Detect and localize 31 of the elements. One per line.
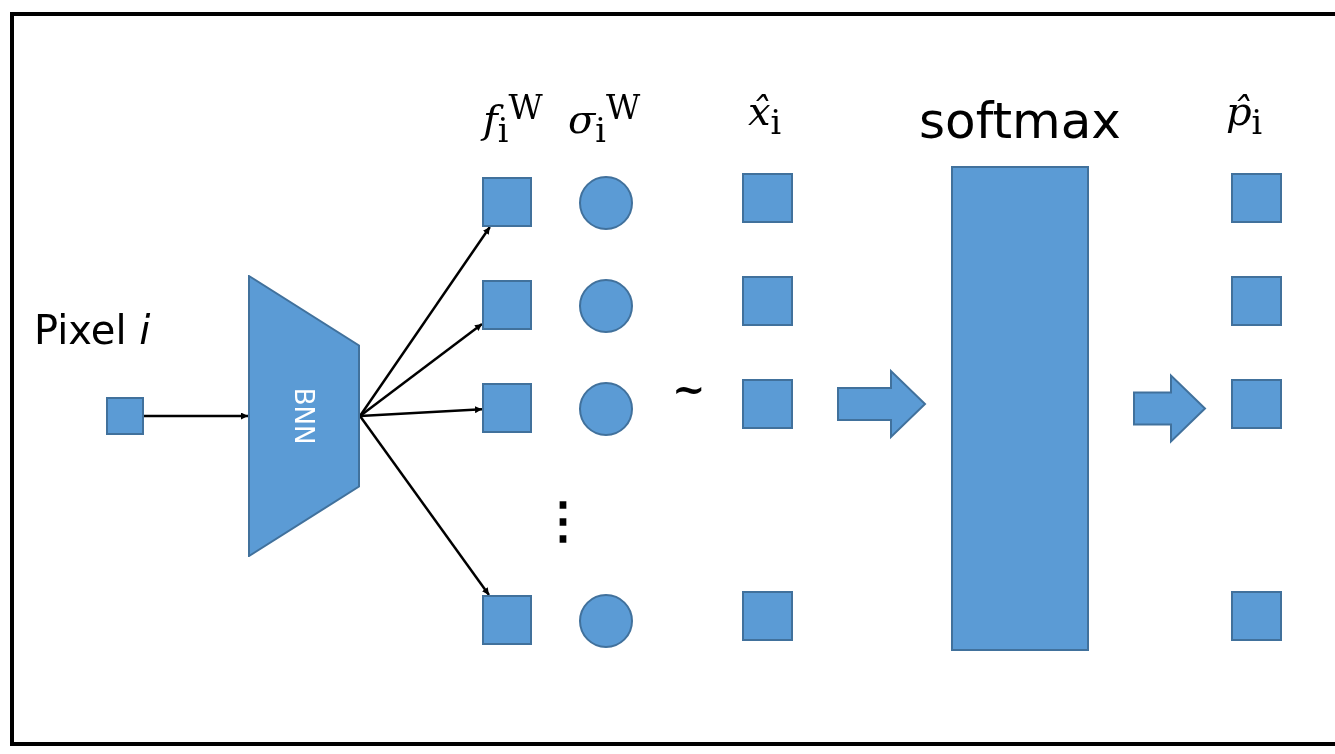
square-node bbox=[1231, 591, 1282, 641]
block-arrow bbox=[1133, 373, 1207, 444]
arrow bbox=[359, 322, 483, 417]
circle-node bbox=[579, 382, 633, 436]
ellipsis-dots: ⋮ bbox=[538, 490, 588, 549]
square-node bbox=[1231, 173, 1282, 223]
square-node bbox=[742, 276, 793, 326]
square-node bbox=[1231, 379, 1282, 429]
arrow bbox=[144, 412, 248, 420]
block-label: BNN bbox=[289, 387, 319, 445]
square-node bbox=[482, 280, 532, 330]
square-node bbox=[742, 591, 793, 641]
circle-node bbox=[579, 594, 633, 648]
block-arrow bbox=[837, 368, 927, 440]
square-node bbox=[106, 397, 144, 435]
square-node bbox=[1231, 276, 1282, 326]
square-node bbox=[482, 595, 532, 645]
arrow bbox=[358, 226, 491, 417]
input-label: Pixel i bbox=[34, 307, 151, 353]
tilde-symbol: ~ bbox=[672, 365, 706, 412]
square-node bbox=[482, 177, 532, 227]
arrow bbox=[359, 406, 483, 418]
square-node bbox=[482, 383, 532, 433]
column-heading: x̂$_{i}$ bbox=[748, 88, 782, 142]
square-node bbox=[742, 173, 793, 223]
layer-heading: softmax bbox=[919, 92, 1121, 150]
column-heading: p̂$_{i}$ bbox=[1226, 88, 1263, 142]
circle-node bbox=[579, 176, 633, 230]
circle-node bbox=[579, 279, 633, 333]
arrow bbox=[359, 415, 490, 596]
square-node bbox=[742, 379, 793, 429]
